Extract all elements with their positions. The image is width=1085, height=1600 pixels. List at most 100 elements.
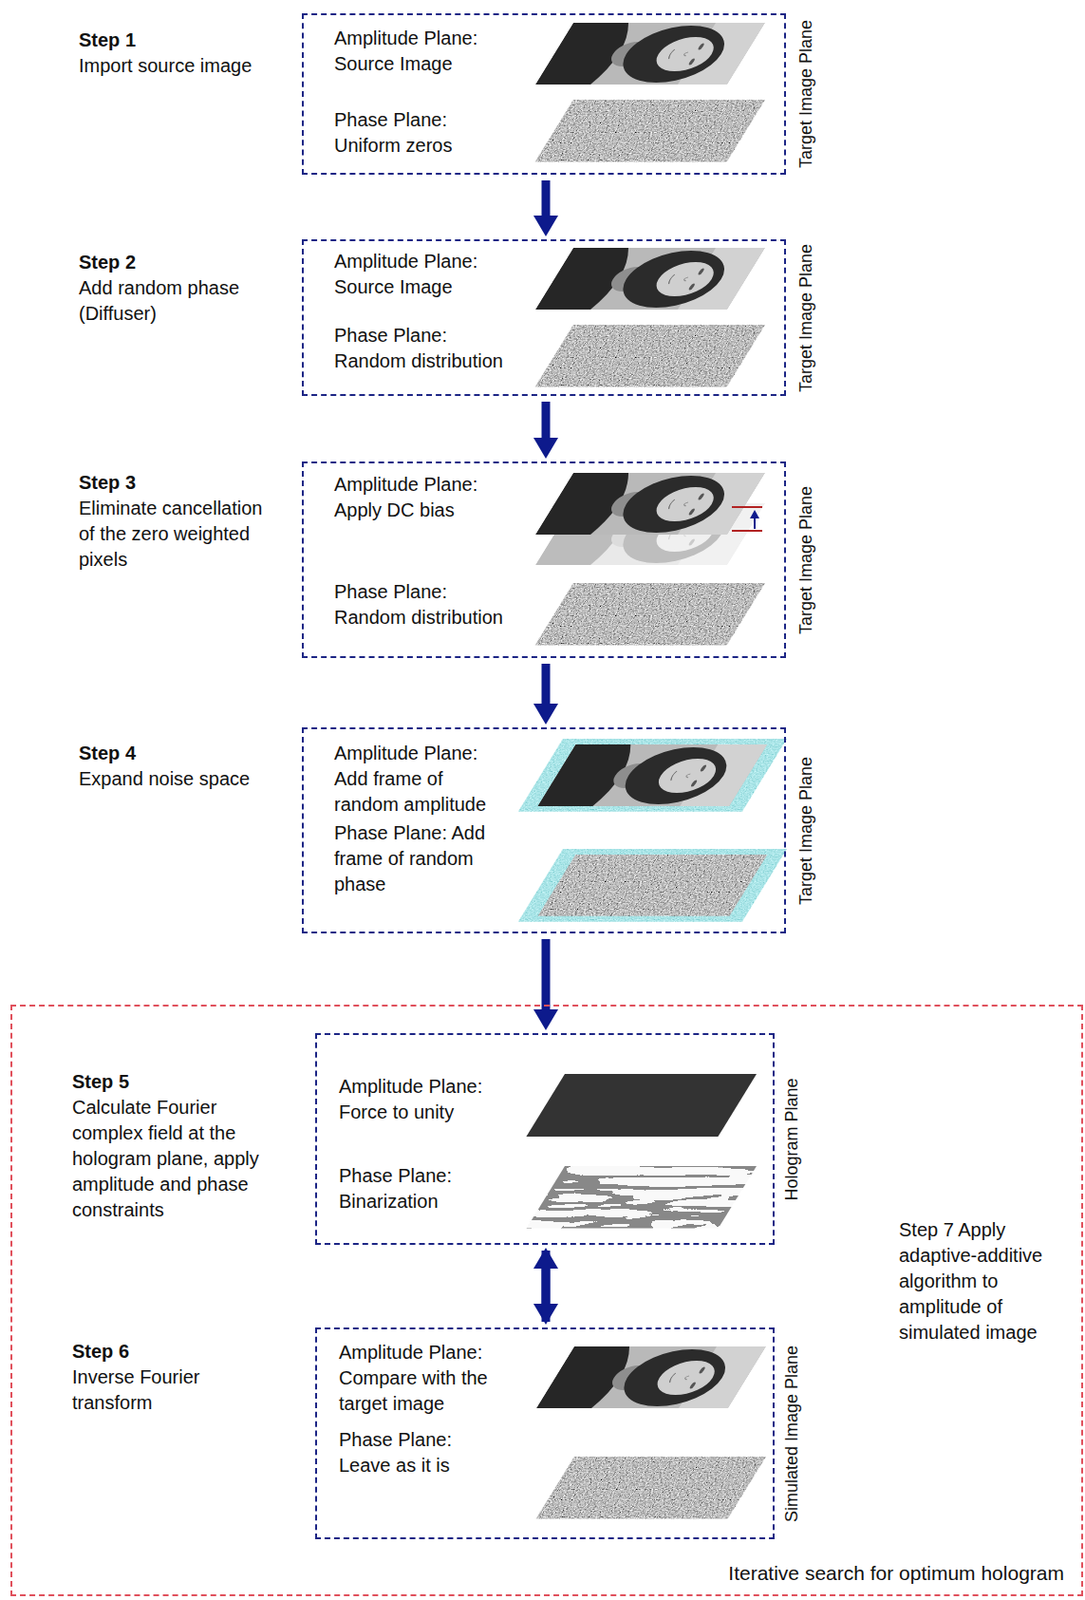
noise-frame bbox=[518, 738, 787, 811]
plane-illustration bbox=[536, 1456, 767, 1518]
step-box: Step 2Add random phase (Diffuser) Amplitu… bbox=[66, 239, 819, 396]
portrait-ground bbox=[535, 247, 766, 310]
unity-amplitude-plane bbox=[525, 1073, 757, 1137]
plane-illustration bbox=[535, 324, 766, 387]
portrait-ground bbox=[535, 22, 766, 85]
loop-caption: Iterative search for optimum hologram bbox=[728, 1559, 1065, 1587]
step-box: Step 1Import source image Amplitude Plane… bbox=[66, 13, 819, 175]
portrait-hair bbox=[609, 1348, 740, 1406]
random-phase-plane bbox=[535, 582, 766, 645]
plane-label: Target Image Plane bbox=[797, 485, 815, 634]
portrait-eye bbox=[699, 765, 708, 772]
portrait-mouth bbox=[669, 770, 677, 781]
flow-arrow bbox=[542, 663, 551, 704]
plane-label: Target Image Plane bbox=[797, 755, 815, 904]
amplitude-note: Amplitude Plane: Add frame of random amp… bbox=[334, 740, 507, 818]
step-column: Step 5Calculate Fourier complex field at… bbox=[72, 1068, 281, 1223]
bias-level-line bbox=[731, 506, 763, 531]
portrait-eye bbox=[688, 508, 696, 516]
portrait-nose bbox=[683, 1375, 689, 1380]
plane-note-column: Amplitude Plane: Source Image bbox=[334, 25, 507, 77]
portrait-face bbox=[648, 261, 723, 297]
amplitude-note: Amplitude Plane: Source Image bbox=[334, 248, 507, 300]
plane-note-column: Phase Plane: Add frame of random phase bbox=[334, 820, 507, 898]
portrait-eye bbox=[690, 780, 698, 787]
plane-illustration bbox=[518, 738, 787, 811]
plane-label: Target Image Plane bbox=[797, 19, 815, 169]
portrait-eye bbox=[696, 493, 705, 501]
portrait-nose bbox=[682, 277, 688, 281]
portrait-hair bbox=[608, 250, 739, 308]
portrait-ground bbox=[535, 472, 766, 535]
phase-note: Phase Plane: Random distribution bbox=[334, 579, 507, 631]
step-column: Step 2Add random phase (Diffuser) bbox=[78, 249, 274, 327]
step-description: Add random phase (Diffuser) bbox=[78, 275, 274, 327]
step-column: Step 4Expand noise space bbox=[78, 740, 274, 792]
plane-note-column: Amplitude Plane: Add frame of random amp… bbox=[334, 740, 507, 818]
plane-note-column: Amplitude Plane: Force to unity bbox=[338, 1073, 512, 1125]
portrait-eye bbox=[696, 43, 705, 51]
step-description: Eliminate cancellation of the zero weigh… bbox=[78, 495, 274, 573]
phase-note: Phase Plane: Uniform zeros bbox=[334, 107, 507, 159]
amplitude-note: Amplitude Plane: Apply DC bias bbox=[334, 471, 507, 524]
portrait-face bbox=[648, 37, 723, 72]
portrait-mouth bbox=[667, 49, 675, 59]
phase-note: Phase Plane: Add frame of random phase bbox=[334, 820, 507, 898]
step-description: Import source image bbox=[78, 53, 274, 79]
portrait-eye bbox=[689, 1382, 697, 1389]
plane-illustration bbox=[535, 99, 766, 162]
plane-note-column: Amplitude Plane: Apply DC bias bbox=[334, 471, 507, 524]
amplitude-note: Amplitude Plane: Compare with the target… bbox=[338, 1339, 501, 1417]
portrait-hair bbox=[611, 747, 742, 805]
phase-note: Phase Plane: Leave as it is bbox=[338, 1426, 501, 1478]
step-box: Step 5Calculate Fourier complex field at… bbox=[66, 1032, 807, 1245]
edge-label: Step 7 Apply adaptive-additive algorithm… bbox=[898, 1216, 1066, 1346]
portrait-face bbox=[650, 758, 725, 793]
step-heading: Step 3 bbox=[78, 469, 274, 496]
noise-frame bbox=[518, 848, 787, 921]
step-box: Step 6Inverse Fourier transformAmplitude… bbox=[66, 1327, 807, 1539]
plane-illustration bbox=[535, 247, 766, 310]
flow-arrow bbox=[542, 938, 551, 1010]
step-heading: Step 2 bbox=[78, 249, 274, 276]
phase-note: Phase Plane: Random distribution bbox=[334, 322, 507, 375]
plane-illustration bbox=[518, 848, 787, 921]
amplitude-note: Amplitude Plane: Force to unity bbox=[338, 1073, 512, 1125]
step-column: Step 1Import source image bbox=[78, 27, 274, 79]
portrait-hair bbox=[608, 25, 739, 83]
plane-illustration bbox=[535, 582, 766, 645]
portrait-nose bbox=[682, 52, 688, 57]
plane-illustration bbox=[536, 1346, 767, 1408]
step-box: Step 4Expand noise space Amplitude Plane:… bbox=[66, 727, 819, 934]
step-column: Step 3Eliminate cancellation of the zero… bbox=[78, 469, 274, 573]
plane-illustration bbox=[535, 472, 766, 535]
step-heading: Step 4 bbox=[78, 740, 274, 767]
random-phase-plane bbox=[535, 324, 766, 387]
step-description: Calculate Fourier complex field at the h… bbox=[72, 1094, 281, 1223]
portrait-hair bbox=[608, 475, 739, 533]
plane-illustration bbox=[526, 1165, 757, 1228]
random-phase-plane bbox=[536, 1456, 767, 1518]
portrait-nose bbox=[685, 773, 691, 778]
plane-note-column: Phase Plane: Uniform zeros bbox=[334, 107, 507, 159]
portrait-eye bbox=[688, 539, 696, 546]
plane-illustration bbox=[535, 22, 766, 85]
plane-note-column: Phase Plane: Binarization bbox=[338, 1162, 512, 1215]
portrait-face bbox=[648, 486, 723, 522]
bias-arrow bbox=[749, 509, 760, 519]
step-heading: Step 1 bbox=[78, 27, 274, 54]
bias-arrow bbox=[753, 517, 756, 529]
portrait-eye bbox=[697, 1366, 706, 1374]
plane-note-column: Phase Plane: Random distribution bbox=[334, 322, 507, 375]
phase-note: Phase Plane: Binarization bbox=[338, 1162, 512, 1215]
binary-phase-plane bbox=[526, 1165, 757, 1228]
portrait-eye bbox=[688, 58, 696, 66]
flow-arrow bbox=[542, 1268, 551, 1322]
plane-label: Simulated Image Plane bbox=[783, 1344, 801, 1521]
portrait-face bbox=[649, 1360, 724, 1395]
plane-note-column: Phase Plane: Random distribution bbox=[334, 579, 507, 631]
random-phase-plane bbox=[538, 854, 767, 916]
portrait-mouth bbox=[667, 274, 675, 284]
